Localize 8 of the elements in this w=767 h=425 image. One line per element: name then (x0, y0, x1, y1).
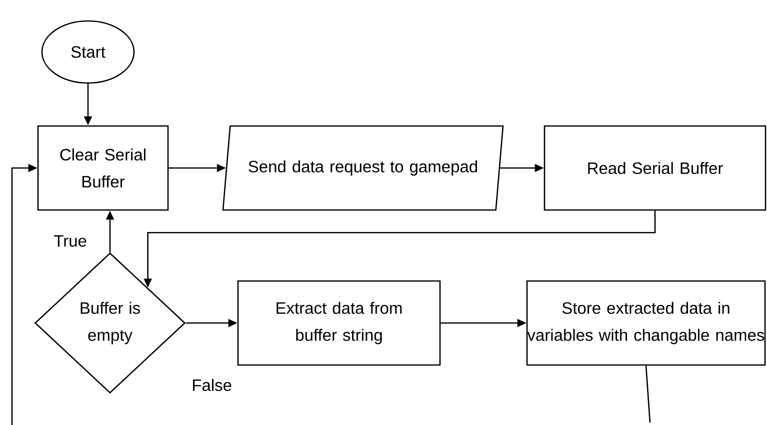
connector-line (645, 366, 651, 423)
edge-label: False (193, 378, 232, 392)
edge-label: True (54, 235, 86, 247)
input-output-parallelogram: Send data request to gamepad (222, 125, 504, 211)
process-box: Extract data from buffer string (237, 280, 441, 366)
process-box: Store extracted data in variables with changable names (526, 280, 766, 366)
process-box: Clear Serial Buffer (37, 125, 169, 211)
process-box: Read Serial Buffer (544, 125, 766, 211)
